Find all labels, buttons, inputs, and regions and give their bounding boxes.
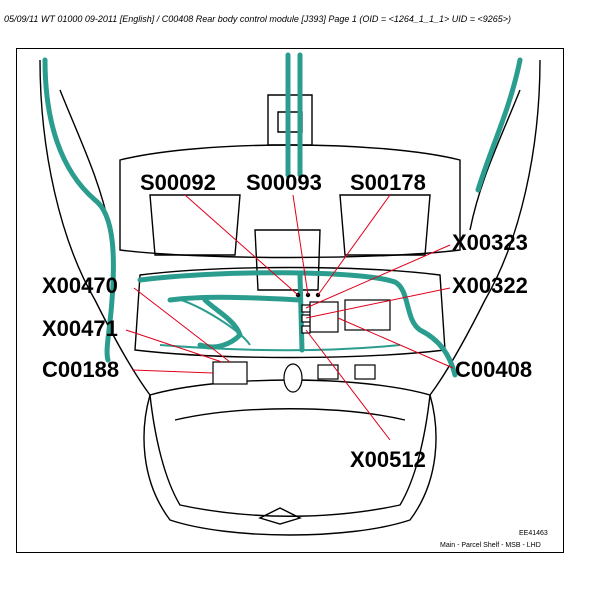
leader-x00470 xyxy=(133,287,231,363)
component-c00188-body xyxy=(212,361,248,385)
wiring-harness xyxy=(42,52,523,378)
leader-s00178 xyxy=(317,194,391,296)
diagram-ref: EE41463 xyxy=(519,530,548,537)
label-x00512: X00512 xyxy=(350,447,426,472)
label-s00092: S00092 xyxy=(140,170,216,195)
leader-x00322 xyxy=(305,287,451,319)
harness-thin-lines xyxy=(159,297,401,352)
body-left-side xyxy=(39,59,541,536)
leader-lines xyxy=(125,194,454,441)
component-c00408-body xyxy=(309,301,339,333)
connector-x00323 xyxy=(301,304,311,313)
harness-shelf-thin xyxy=(159,344,401,352)
badge xyxy=(258,507,302,525)
harness-loop xyxy=(174,297,251,346)
part-lower-right-b xyxy=(354,364,376,380)
top-box xyxy=(267,94,313,146)
leader-c00188 xyxy=(131,369,214,374)
part-lower-right-a xyxy=(317,364,339,380)
label-x00471: X00471 xyxy=(42,316,118,341)
rear-deck xyxy=(149,379,431,517)
diagram-caption: Main - Parcel Shelf - MSB - LHD xyxy=(440,542,541,549)
rear-window-frame xyxy=(119,144,461,259)
label-x00323: X00323 xyxy=(452,230,528,255)
right-rear-pillar xyxy=(469,89,521,231)
connector-x00512 xyxy=(301,325,311,334)
leader-x00512 xyxy=(305,329,391,441)
leader-x00323 xyxy=(305,244,451,309)
label-x00470: X00470 xyxy=(42,273,118,298)
harness-left-branch xyxy=(197,297,243,350)
leader-s00092 xyxy=(184,194,299,296)
label-s00093: S00093 xyxy=(246,170,322,195)
right-seat xyxy=(339,194,431,256)
part-egg xyxy=(283,363,303,393)
leader-x00471 xyxy=(125,329,223,363)
diagram-frame xyxy=(16,48,564,553)
harness-shelf-lower xyxy=(167,294,303,303)
label-c00188: C00188 xyxy=(42,357,119,382)
leader-c00408 xyxy=(337,317,454,369)
label-s00178: S00178 xyxy=(350,170,426,195)
harness-left-vertical xyxy=(42,57,116,363)
center-console xyxy=(254,229,321,291)
harness-shelf-main xyxy=(137,270,458,378)
connector-x00322 xyxy=(301,314,311,323)
harness-right-vertical xyxy=(475,57,523,193)
label-c00408: C00408 xyxy=(455,357,532,382)
harness-center-down xyxy=(297,272,305,353)
left-seat xyxy=(149,194,241,256)
leader-s00093 xyxy=(292,194,309,296)
callout-labels: S00092 S00093 S00178 X00323 X00322 X0047… xyxy=(42,170,532,472)
page-header: 05/09/11 WT 01000 09-2011 [English] / C0… xyxy=(4,14,512,24)
trunk-lid-line xyxy=(174,408,406,421)
module-right xyxy=(344,299,391,331)
components xyxy=(212,299,391,393)
label-x00322: X00322 xyxy=(452,273,528,298)
